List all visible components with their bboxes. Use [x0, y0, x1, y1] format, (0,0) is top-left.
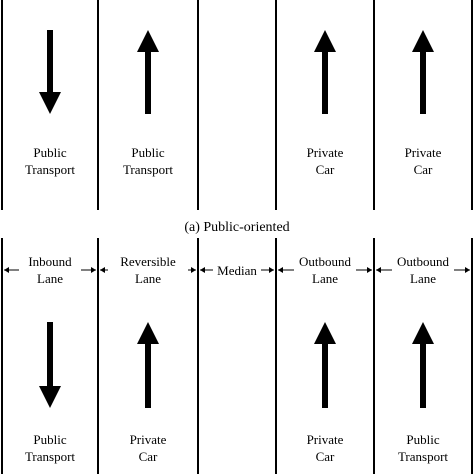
dimension-arrowhead-icon	[200, 267, 205, 273]
dimension-arrowhead-icon	[278, 267, 283, 273]
bottom-lane-label-line: Private	[130, 432, 167, 447]
top-lane-label-line: Transport	[25, 162, 75, 177]
dimension-arrowhead-icon	[100, 267, 105, 273]
bottom-lane-label-line: Private	[307, 432, 344, 447]
top-lane-label-line: Private	[405, 145, 442, 160]
top-lane-label-line: Transport	[123, 162, 173, 177]
arrow-up-icon	[412, 30, 434, 114]
lane-header-label-line: Lane	[312, 271, 338, 286]
bottom-panel-arrows	[39, 322, 434, 408]
top-lane-label-line: Car	[316, 162, 335, 177]
lane-header-label-line: Outbound	[299, 254, 352, 269]
arrow-up-icon	[314, 322, 336, 408]
top-lane-label-line: Public	[33, 145, 66, 160]
dimension-arrowhead-icon	[376, 267, 381, 273]
caption-public-oriented: (a) Public-oriented	[184, 220, 289, 235]
bottom-lane-label-line: Car	[139, 449, 158, 464]
lane-header-label-line: Inbound	[28, 254, 72, 269]
dimension-arrowhead-icon	[191, 267, 196, 273]
top-panel-lane-dividers	[1, 0, 473, 210]
bottom-panel-lane-dividers	[1, 238, 473, 474]
dimension-arrowhead-icon	[465, 267, 470, 273]
dimension-arrowhead-icon	[367, 267, 372, 273]
bottom-lane-label-line: Public	[33, 432, 66, 447]
arrow-up-icon	[137, 30, 159, 114]
arrow-down-icon	[39, 322, 61, 408]
top-panel-arrows	[39, 30, 434, 114]
lane-header-label: Median	[217, 263, 257, 278]
arrow-up-icon	[314, 30, 336, 114]
top-lane-label-line: Car	[414, 162, 433, 177]
lane-header-label-line: Lane	[37, 271, 63, 286]
bottom-lane-label-line: Transport	[398, 449, 448, 464]
arrow-up-icon	[137, 322, 159, 408]
dimension-arrowhead-icon	[91, 267, 96, 273]
lane-header-label-line: Lane	[410, 271, 436, 286]
bottom-lane-label-line: Car	[316, 449, 335, 464]
bottom-lane-label-line: Transport	[25, 449, 75, 464]
lane-header-label-line: Reversible	[120, 254, 176, 269]
dimension-arrowhead-icon	[4, 267, 9, 273]
top-lane-label-line: Public	[131, 145, 164, 160]
top-lane-label-line: Private	[307, 145, 344, 160]
bottom-lane-label-line: Public	[406, 432, 439, 447]
dimension-arrowhead-icon	[269, 267, 274, 273]
lane-header-label-line: Median	[217, 263, 257, 278]
lane-header-label-line: Outbound	[397, 254, 450, 269]
arrow-down-icon	[39, 30, 61, 114]
lane-header-label-line: Lane	[135, 271, 161, 286]
arrow-up-icon	[412, 322, 434, 408]
